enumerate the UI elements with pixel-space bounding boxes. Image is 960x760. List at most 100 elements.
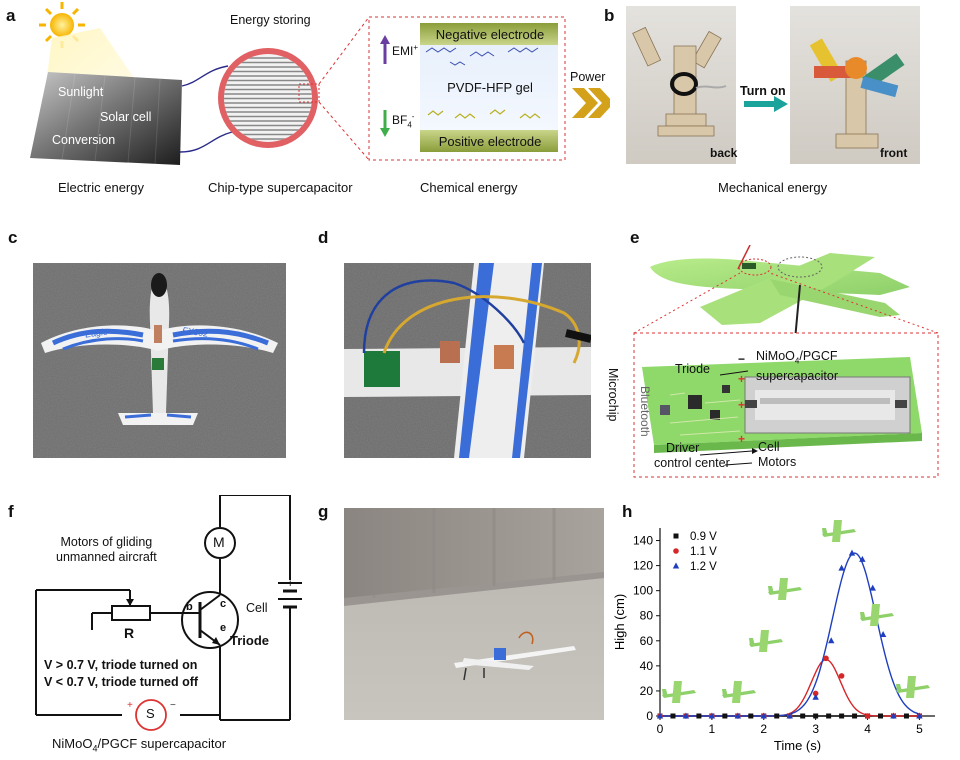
- panel-e-diagram: + +: [633, 245, 939, 478]
- airplane-icon: [662, 681, 696, 703]
- negative-electrode-label: Negative electrode: [435, 27, 545, 42]
- cell-minus-label: −: [293, 594, 300, 606]
- solar-cell-label: Solar cell: [100, 110, 152, 124]
- turn-on-arrow-icon: [774, 96, 788, 112]
- e-minus-label: −: [738, 352, 746, 366]
- aircraft-3d-model: [650, 245, 910, 341]
- windmill-back-image: [632, 26, 727, 137]
- y-tick-label: 60: [640, 634, 654, 648]
- cond-on: V > 0.7 V, triode turned on: [44, 658, 198, 672]
- positive-electrode-label: Positive electrode: [438, 134, 542, 149]
- motors-label: Motors: [758, 455, 797, 469]
- solar-panel: [30, 72, 182, 165]
- circuit-board: + +: [642, 357, 922, 453]
- x-tick-label: 5: [916, 722, 923, 736]
- data-point: [903, 713, 909, 719]
- y-tick-label: 40: [640, 659, 654, 673]
- motor-symbol: [204, 527, 236, 559]
- airplane-icon: [749, 630, 783, 652]
- driver-label: Driver: [666, 441, 700, 455]
- bf4-molecules-icon: [427, 109, 541, 119]
- data-point: [682, 712, 690, 719]
- svg-text:+: +: [738, 398, 745, 412]
- aircraft-closeup-image: [344, 263, 591, 458]
- back-label: back: [710, 146, 738, 160]
- caption-chemical-energy: Chemical energy: [420, 180, 518, 195]
- y-tick-label: 80: [640, 609, 654, 623]
- panel-b-photos: [626, 6, 920, 164]
- data-point: [859, 555, 866, 562]
- aircraft-top-image: [41, 273, 278, 425]
- svg-text:+: +: [738, 432, 745, 446]
- legend-label: 0.9 V: [690, 531, 717, 543]
- cell-plus-label: +: [287, 578, 294, 590]
- data-point: [696, 713, 702, 719]
- data-point: [879, 631, 887, 638]
- y-tick-label: 20: [640, 684, 654, 698]
- data-point: [800, 713, 806, 719]
- fit-curve-12V: [660, 552, 920, 717]
- resistor-symbol: [111, 605, 151, 621]
- data-point: [760, 712, 767, 719]
- emitter-e-label: e: [220, 622, 227, 634]
- data-point: [828, 637, 835, 644]
- arrow-down-icon: [380, 128, 390, 137]
- legend-marker: [673, 533, 679, 539]
- y-tick-label: 100: [633, 584, 653, 598]
- triode-label: Triode: [675, 362, 710, 376]
- data-point: [826, 713, 832, 719]
- data-point: [823, 655, 829, 662]
- control-center-label: control center: [654, 456, 730, 470]
- bluetooth-icon: [660, 405, 670, 415]
- arrow-up-icon: [380, 35, 390, 44]
- legend-marker: [673, 548, 679, 554]
- data-point: [878, 713, 884, 719]
- conversion-label: Conversion: [52, 133, 116, 147]
- airplane-icon: [896, 676, 930, 698]
- panel-label-d: d: [318, 228, 329, 247]
- motor-m-label: M: [213, 534, 225, 550]
- fit-curve-11V: [660, 658, 920, 717]
- data-point: [708, 712, 716, 719]
- sun-icon: [39, 2, 85, 48]
- x-axis-label: Time (s): [774, 738, 821, 753]
- supercap-source-symbol: [135, 699, 167, 731]
- s-minus-label: −: [170, 700, 176, 711]
- legend-marker: [672, 562, 680, 569]
- data-point: [838, 673, 845, 679]
- data-point: [722, 713, 728, 719]
- data-point: [774, 713, 780, 719]
- panel-a-diagram: [30, 2, 610, 165]
- bluetooth-label: Bluetooth: [638, 386, 652, 437]
- resistor-r-label: R: [124, 625, 135, 641]
- caption-electric-energy: Electric energy: [58, 180, 144, 195]
- windmill-front-image: [809, 38, 905, 149]
- x-tick-label: 0: [657, 722, 664, 736]
- panel-label-h: h: [622, 502, 633, 521]
- data-point: [869, 584, 876, 591]
- y-tick-label: 0: [646, 709, 653, 723]
- front-label: front: [880, 146, 908, 160]
- microchip-label: Microchip: [606, 368, 620, 422]
- panel-c-photo: [33, 263, 286, 458]
- y-tick-label: 140: [633, 534, 653, 548]
- airplane-icon: [768, 578, 802, 600]
- panel-label-c: c: [8, 228, 18, 247]
- power-chevron-icon: [572, 88, 610, 118]
- airplane-icon: [860, 604, 894, 626]
- data-point: [852, 713, 858, 719]
- data-point: [864, 713, 871, 719]
- base-b-label: b: [186, 601, 193, 613]
- chip-supercapacitor: [218, 48, 320, 148]
- panel-d-photo: [344, 263, 591, 458]
- data-point: [848, 549, 856, 556]
- data-point: [786, 712, 793, 719]
- caption-mechanical-energy: Mechanical energy: [718, 180, 828, 195]
- caption-chip-supercapacitor: Chip-type supercapacitor: [208, 180, 353, 195]
- power-label: Power: [570, 70, 606, 84]
- panel-label-a: a: [6, 6, 16, 25]
- panel-label-g: g: [318, 502, 329, 521]
